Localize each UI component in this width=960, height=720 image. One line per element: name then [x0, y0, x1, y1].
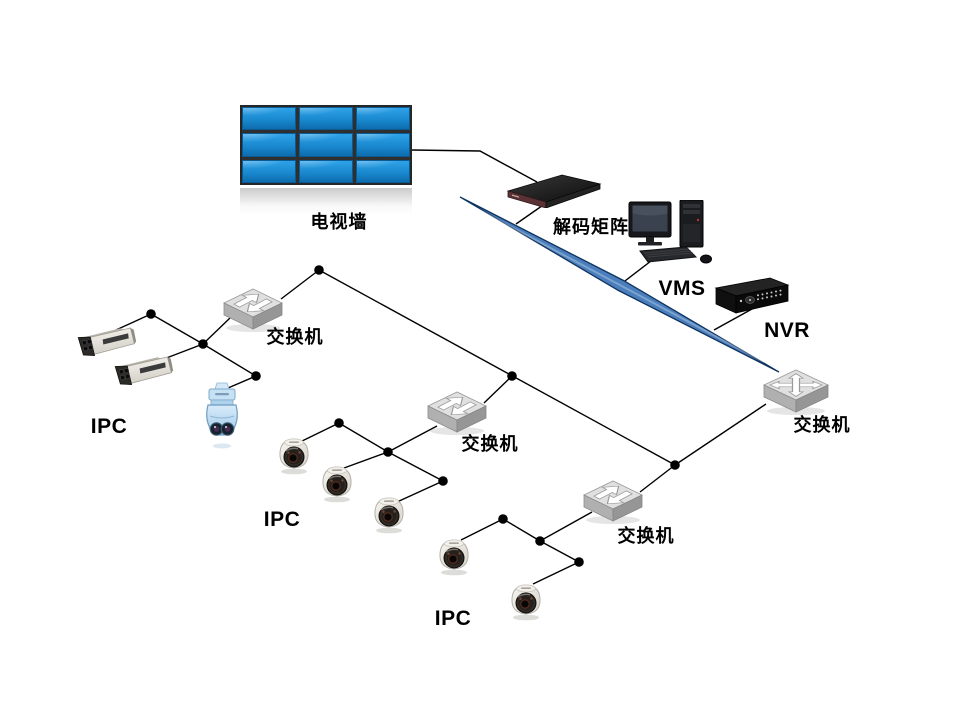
tv-wall-screen — [299, 107, 353, 131]
dome-camera-icon — [435, 532, 473, 576]
dome-camera-icon — [371, 490, 407, 534]
junction-dots — [146, 265, 680, 567]
backbone-line — [318, 269, 676, 466]
tv-wall-screen — [242, 133, 296, 157]
tv-wall-screen — [356, 133, 410, 157]
switch-icon — [581, 478, 645, 524]
tv-wall-screen — [299, 159, 353, 183]
decoder-matrix-label: 解码矩阵 — [553, 217, 629, 237]
nvr-label: NVR — [764, 319, 810, 342]
tv-wall-screen — [299, 133, 353, 157]
ptz-camera-icon — [202, 382, 242, 450]
switch-middle-label: 交换机 — [461, 434, 519, 454]
bullet-camera-icon — [113, 355, 175, 387]
ipc-group2-label: IPC — [263, 508, 301, 531]
tv-wall-screen — [356, 159, 410, 183]
tv-wall-icon — [240, 105, 412, 185]
tv-wall-screen — [242, 107, 296, 131]
router-switch-icon — [761, 367, 831, 415]
nvr-icon — [714, 276, 790, 316]
switch-icon — [425, 389, 489, 435]
switch-left-label: 交换机 — [266, 327, 324, 347]
switch-bottom-label: 交换机 — [617, 526, 675, 546]
tv-wall-screen — [356, 107, 410, 131]
tv-wall-label: 电视墙 — [310, 212, 368, 232]
core-switch-label: 交换机 — [793, 415, 851, 435]
dome-camera-icon — [506, 577, 546, 621]
vms-label: VMS — [658, 277, 706, 300]
dome-camera-icon — [319, 459, 355, 503]
tv-wall-reflection — [240, 188, 412, 216]
vms-computer-icon — [628, 200, 714, 266]
trunk-cable — [459, 196, 780, 373]
dome-camera-icon — [276, 431, 312, 475]
connection-lines — [115, 149, 767, 585]
decoder-matrix-icon — [506, 172, 602, 208]
tv-wall-screen — [242, 159, 296, 183]
bullet-camera-icon — [76, 326, 138, 358]
ipc-group1-label: IPC — [90, 415, 128, 438]
ipc-group3-label: IPC — [434, 607, 472, 630]
switch-icon — [221, 286, 285, 332]
